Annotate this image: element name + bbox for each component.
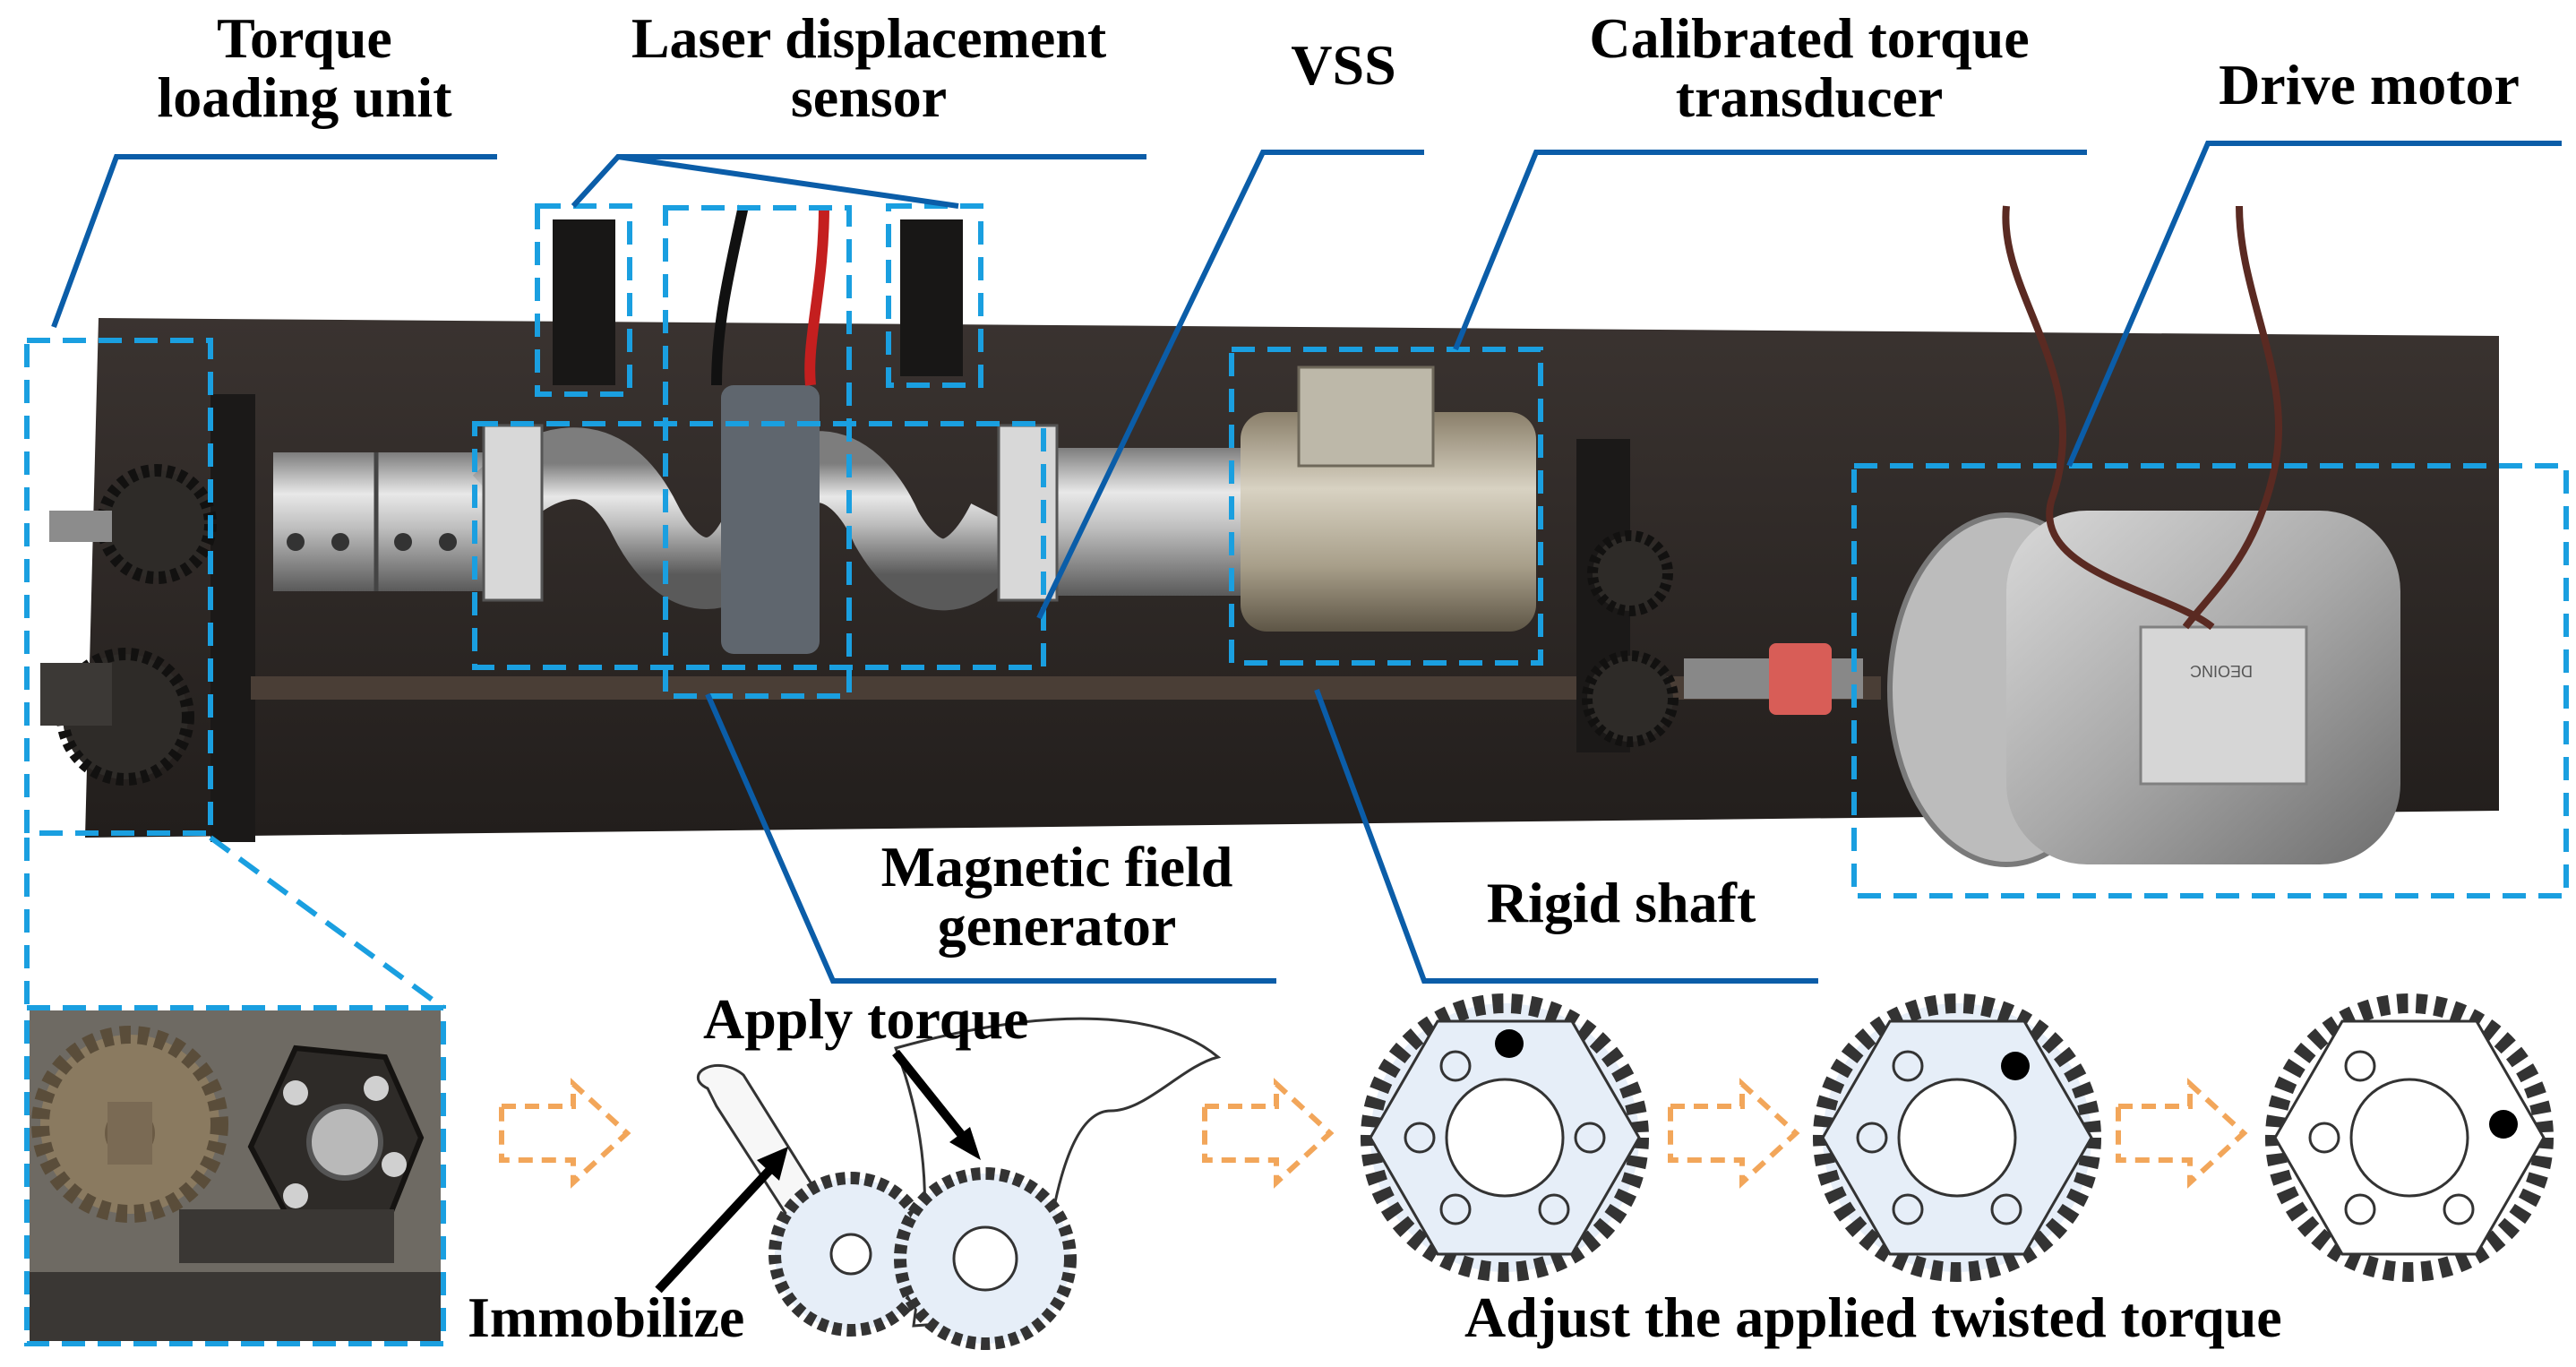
rig-photo: DEOINC — [40, 204, 2499, 867]
laser-sensor-left — [553, 219, 615, 385]
leader-transducer — [1453, 150, 2087, 351]
box-transducer — [1229, 347, 1543, 666]
box-vss — [472, 421, 1046, 670]
label-rigid-shaft: Rigid shaft — [1433, 873, 1809, 933]
label-line: transducer — [1675, 65, 1944, 129]
drive-motor-photo: DEOINC — [1887, 205, 2400, 867]
label-line: Calibrated torque — [1589, 6, 2030, 70]
label-magnetic-generator: Magnetic field generator — [824, 838, 1290, 956]
magnetic-coil — [721, 385, 820, 654]
label-laser-sensor: Laser displacement sensor — [573, 9, 1164, 127]
hex-gear-icon — [1813, 993, 2101, 1282]
inset-photo — [30, 1010, 441, 1341]
label-line: generator — [937, 894, 1177, 958]
dashed-arrow-icon — [499, 1078, 631, 1189]
right-clamp — [997, 424, 1059, 602]
box-laser-right — [886, 203, 983, 388]
leader-drive-motor — [2066, 141, 2562, 468]
label-line: Drive motor — [2219, 53, 2520, 116]
leader-rigid-shaft — [1314, 688, 1818, 984]
label-drive-motor: Drive motor — [2177, 56, 2562, 115]
leader-lines — [51, 141, 2562, 984]
dashed-arrow-icon — [2116, 1078, 2248, 1189]
leader-torque-loading — [51, 154, 497, 329]
label-line: Torque — [217, 6, 392, 70]
label-vss: VSS — [1254, 36, 1433, 95]
label-torque-loading-unit: Torque loading unit — [134, 9, 475, 127]
label-line: Laser displacement — [631, 6, 1107, 70]
process-arrows — [499, 1078, 2248, 1189]
motor-plate-label: DEOINC — [2190, 662, 2253, 680]
label-line: loading unit — [157, 65, 452, 129]
jaw-coupling — [1769, 643, 1832, 715]
hex-gear-icon — [1361, 993, 1649, 1282]
transducer-connector — [1297, 365, 1435, 468]
box-laser-left — [535, 203, 632, 397]
label-line: sensor — [790, 65, 948, 129]
leader-vss — [1036, 150, 1424, 620]
label-line: Magnetic field — [880, 835, 1233, 898]
label-calibrated-transducer: Calibrated torque transducer — [1523, 9, 2096, 127]
left-gearbox — [40, 394, 255, 842]
leader-magnetic — [705, 692, 1276, 984]
hex-gear-icon — [2265, 993, 2554, 1282]
box-torque-loading — [24, 338, 213, 836]
box-inset-photo — [24, 1005, 446, 1346]
label-line: Rigid shaft — [1486, 871, 1756, 934]
hex-gear-sequence — [1361, 993, 2554, 1282]
dashed-arrow-icon — [1668, 1078, 1800, 1189]
label-immobilize: Immobilize — [468, 1285, 745, 1349]
dashed-highlights — [24, 203, 2569, 1346]
left-clamp — [482, 424, 544, 602]
box-magnetic-generator — [663, 205, 852, 699]
label-line: VSS — [1291, 33, 1396, 97]
label-apply-torque: Apply torque — [703, 987, 1029, 1051]
pointer-arrows — [655, 1049, 981, 1294]
laser-sensor-right — [900, 219, 963, 376]
apply-torque-sketch — [696, 1017, 1222, 1350]
dashed-arrow-icon — [1202, 1078, 1335, 1189]
label-adjust-torque: Adjust the applied twisted torque — [1464, 1285, 2282, 1349]
